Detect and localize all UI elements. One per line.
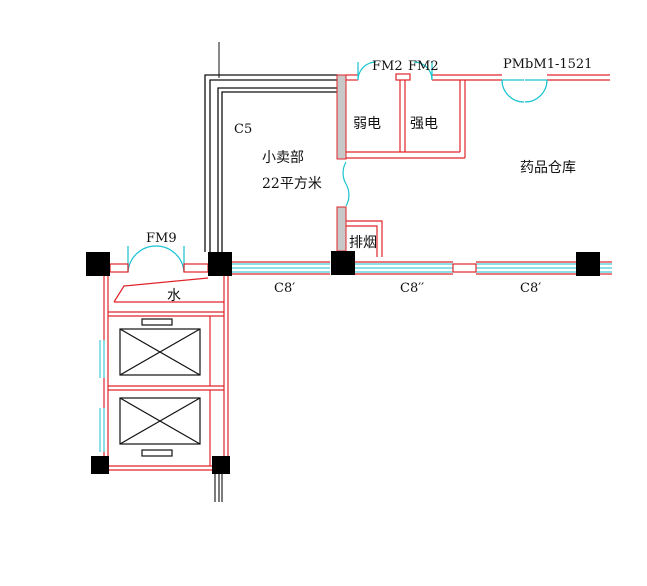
window-c8-left-label: C8′ [274,281,295,296]
room-strong-current-label: 强电 [410,116,438,132]
window-c8-right-label: C8′ [520,281,541,296]
column [86,252,110,276]
corridor-walls [204,74,338,252]
wall-c5-label: C5 [234,122,252,137]
door-fm2-right-label: FM2 [408,59,439,74]
room-shop-name-label: 小卖部 [262,150,304,166]
door-pmbm-label: PMbM1-1521 [503,57,592,72]
column [212,456,230,474]
column [576,252,600,276]
room-shop-area-label: 22平方米 [262,176,322,192]
windows [99,263,612,452]
column [208,252,232,276]
core-walls [103,274,229,471]
room-smoke-exhaust-label: 排烟 [349,235,377,251]
columns [86,251,600,474]
elevator-shafts [119,318,201,457]
column [331,251,355,275]
room-pharmacy-store-label: 药品仓库 [520,160,576,176]
partition-lower [336,206,347,252]
smoke-room-walls [346,220,383,257]
core-bottom-lines [214,472,223,502]
window-c8-mid-label: C8′′ [400,281,424,296]
electric-rooms-walls [346,73,610,159]
partition-upper [336,74,347,160]
door-fm2-left-label: FM2 [372,59,403,74]
column [91,456,109,474]
room-weak-current-label: 弱电 [353,116,381,132]
door-fm9-label: FM9 [146,231,177,246]
room-water-label: 水 [167,288,181,304]
